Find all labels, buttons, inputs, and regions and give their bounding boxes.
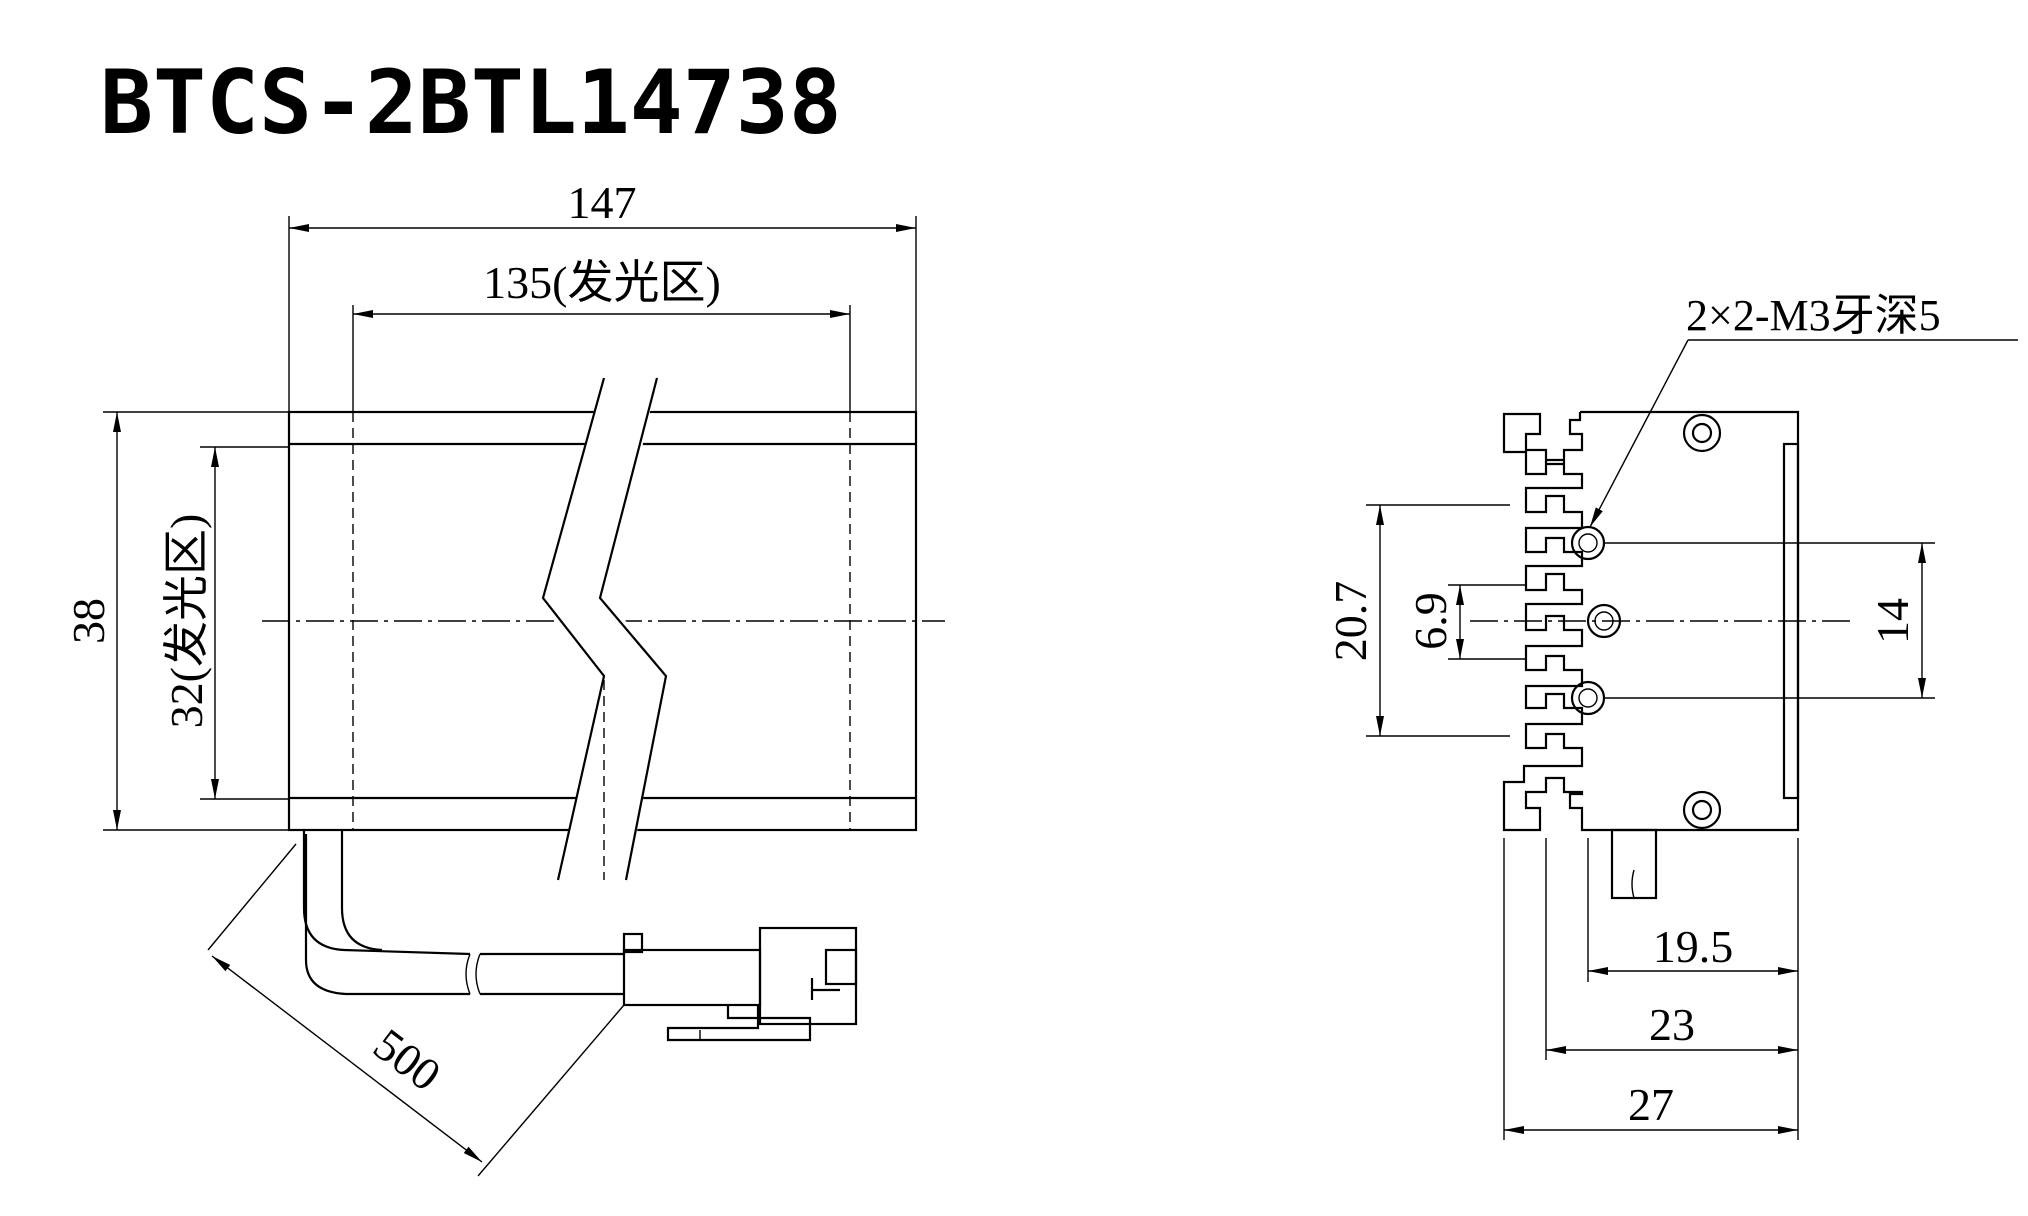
side-view: 20.7 6.9 14 19.5 23 27 2×2-M3牙深5 (1325, 291, 2018, 1140)
dim-text-147: 147 (568, 177, 637, 228)
dim-text-23: 23 (1649, 999, 1695, 1050)
dim-text-20-7: 20.7 (1325, 581, 1376, 662)
dim-line-500 (211, 955, 483, 1163)
ext-500-a (207, 843, 297, 951)
dim-text-19-5: 19.5 (1653, 921, 1734, 972)
break-line-right (598, 377, 668, 881)
dim-text-6-9: 6.9 (1405, 592, 1456, 650)
dim-text-32: 32(发光区) (161, 514, 212, 729)
mount-screw-bottom (1682, 790, 1722, 830)
cable-connector (622, 926, 858, 1042)
m3-hole-upper (1570, 525, 1606, 561)
side-cable-stub (1610, 828, 1658, 900)
dim-text-27: 27 (1628, 1079, 1674, 1130)
dim-text-135: 135(发光区) (483, 257, 721, 308)
ext-500-b (477, 1004, 625, 1177)
break-line-left (541, 377, 606, 881)
front-view: 147 135(发光区) 38 32(发光区) (63, 177, 945, 1177)
dim-text-500: 500 (364, 1018, 450, 1100)
dim-text-38: 38 (63, 598, 114, 644)
profile-outline (1502, 410, 1800, 832)
mount-screw-top (1682, 413, 1722, 453)
hole-callout-leader (1589, 339, 1689, 528)
hole-callout-text: 2×2-M3牙深5 (1686, 291, 1941, 340)
part-number-title: BTCS-2BTL14738 (100, 51, 842, 154)
m3-hole-lower (1570, 680, 1606, 716)
break-mask (543, 380, 666, 880)
dim-text-14: 14 (1867, 598, 1918, 644)
